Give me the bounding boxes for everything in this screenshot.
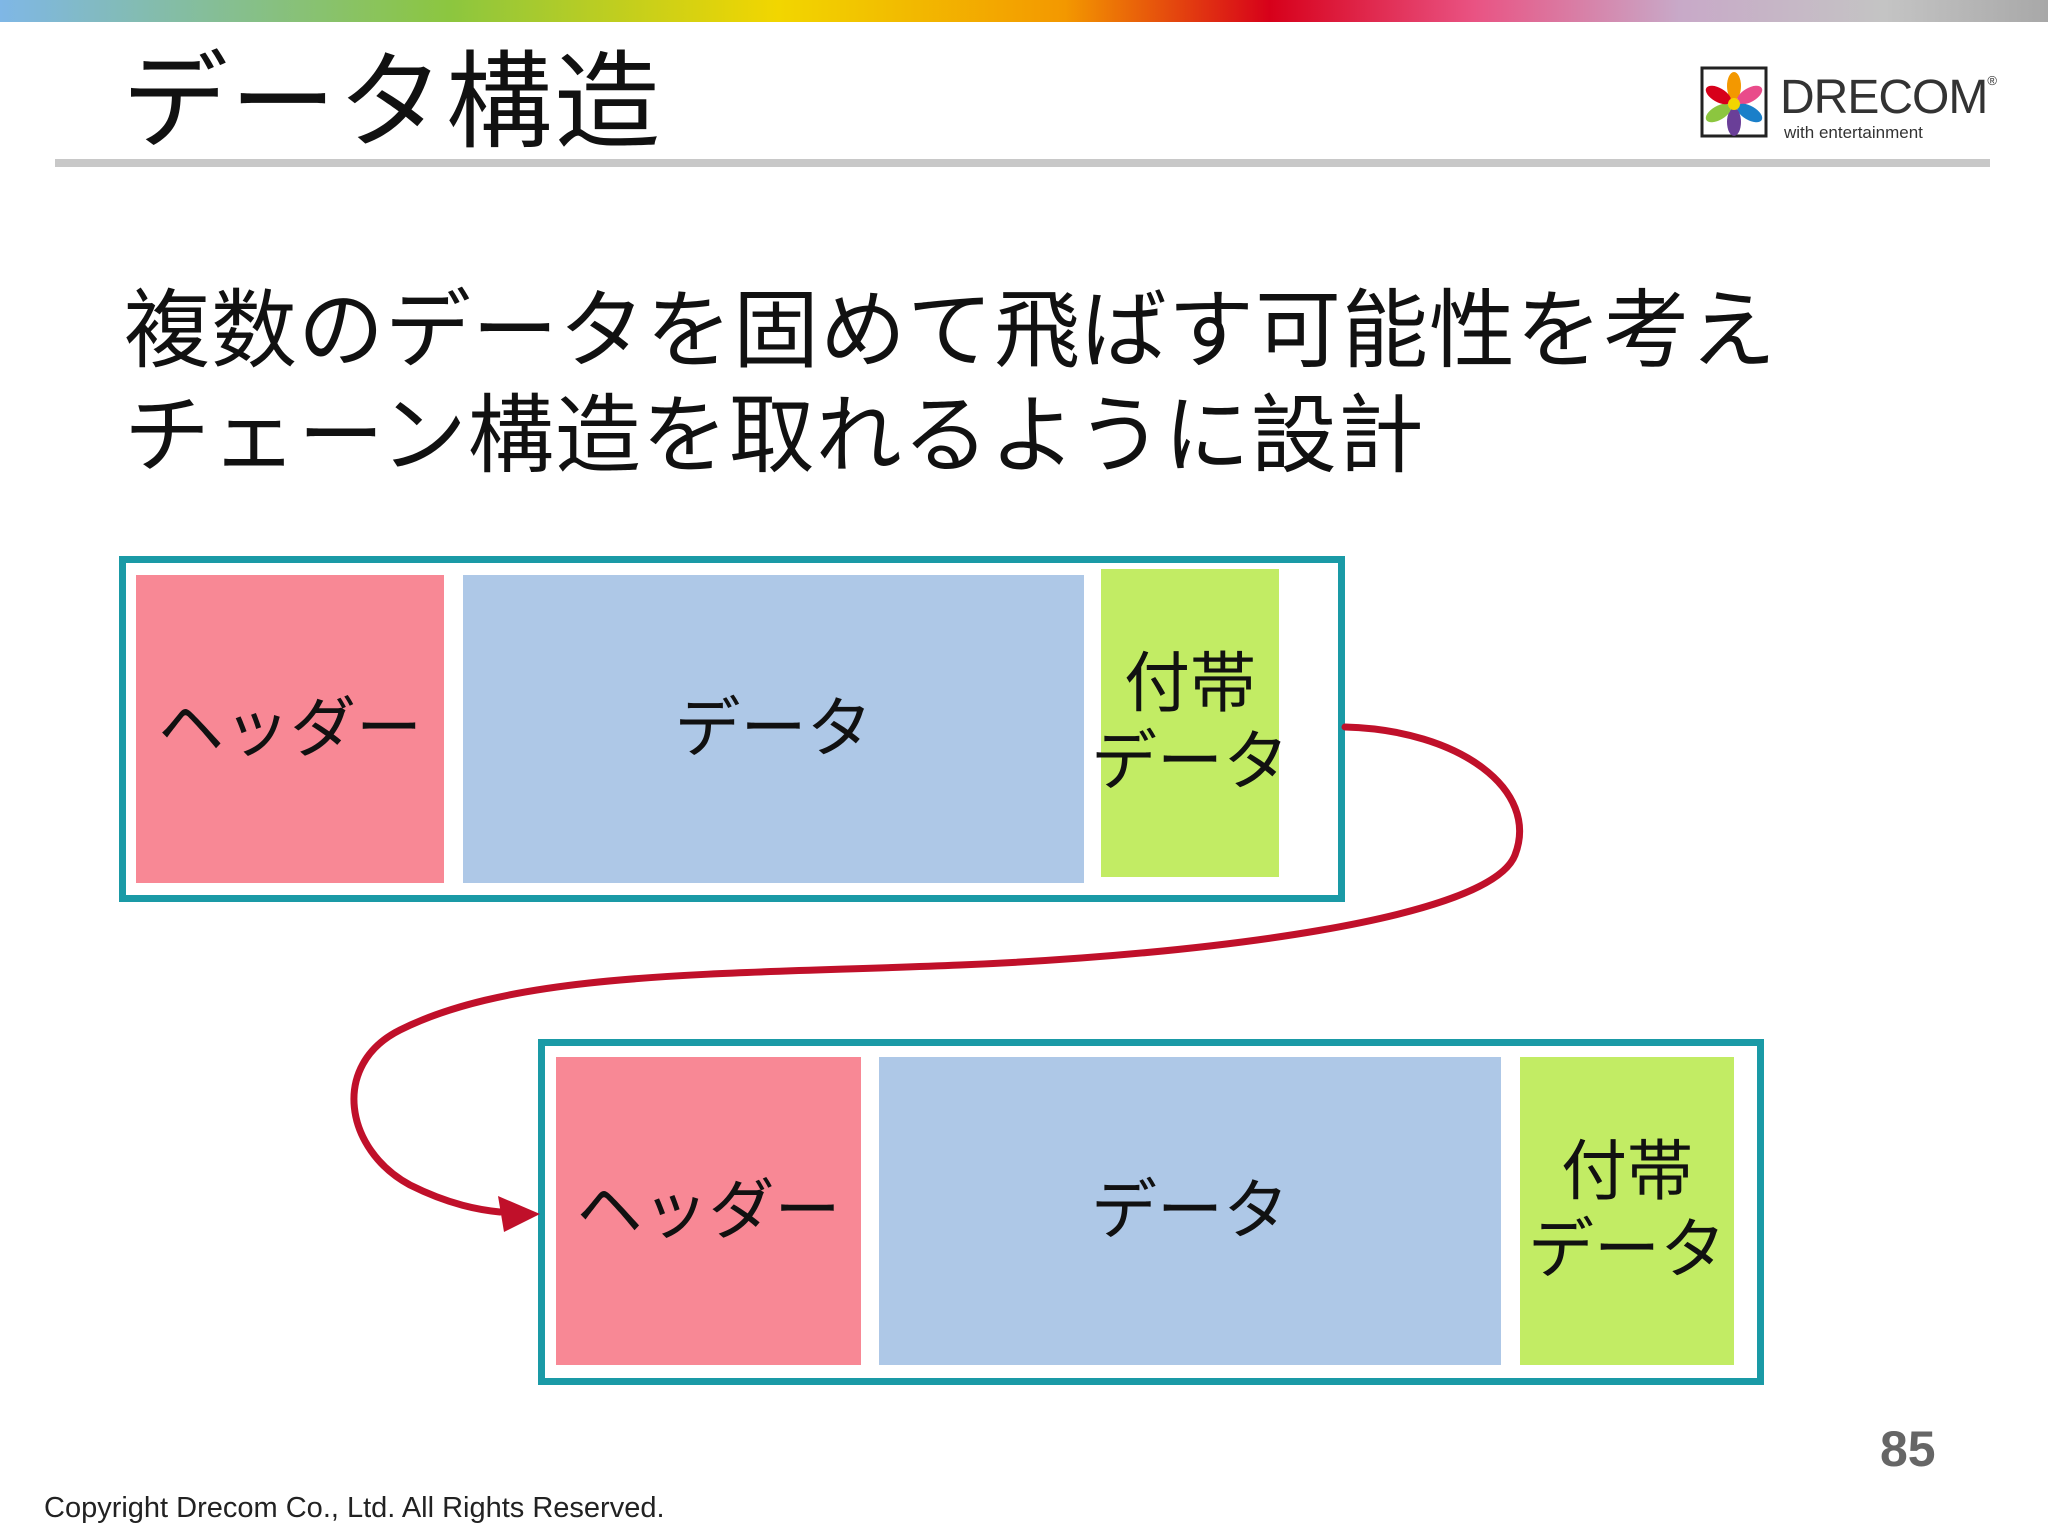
- record-2-extra-segment: 付帯 データ: [1520, 1057, 1734, 1365]
- record-1-extra-label-line1: 付帯: [1124, 645, 1256, 723]
- copyright-footer: Copyright Drecom Co., Ltd. All Rights Re…: [44, 1492, 665, 1524]
- record-2-data-segment: データ: [879, 1057, 1501, 1365]
- record-1-extra-segment: 付帯 データ: [1091, 569, 1289, 877]
- record-1-header-segment: ヘッダー: [136, 575, 444, 883]
- page-number: 85: [1880, 1421, 1936, 1477]
- record-1-data-label: データ: [674, 690, 873, 768]
- chain-connector-curve: [350, 723, 1524, 1216]
- drecom-logo: DRECOM® with entertainment: [1700, 66, 1997, 146]
- flower-logo-icon: [1700, 66, 1768, 138]
- record-1-extra-label-line2: データ: [1091, 723, 1289, 800]
- record-1-data-segment: データ: [463, 575, 1084, 883]
- data-record-1: ヘッダー データ 付帯 データ: [119, 556, 1345, 902]
- title-divider: [55, 159, 1990, 167]
- record-1-header-label: ヘッダー: [158, 690, 422, 768]
- data-record-2: ヘッダー データ 付帯 データ: [538, 1039, 1764, 1385]
- slide-title: データ構造: [122, 41, 662, 164]
- record-2-data-label: データ: [1091, 1172, 1289, 1250]
- record-2-header-label: ヘッダー: [576, 1172, 841, 1250]
- record-2-extra-label-line2: データ: [1528, 1211, 1726, 1288]
- record-2-header-segment: ヘッダー: [556, 1057, 861, 1365]
- body-text-line-1: 複数のデータを固めて飛ばす可能性を考え: [124, 281, 1777, 381]
- record-2-extra-label-line1: 付帯: [1561, 1133, 1693, 1211]
- body-text-line-2: チェーン構造を取れるように設計: [124, 386, 1425, 486]
- logo-tagline: with entertainment: [1784, 123, 1923, 142]
- logo-wordmark: DRECOM®: [1780, 71, 1997, 124]
- chain-arrowhead-icon: [498, 1196, 540, 1232]
- top-color-bar: [0, 0, 2048, 22]
